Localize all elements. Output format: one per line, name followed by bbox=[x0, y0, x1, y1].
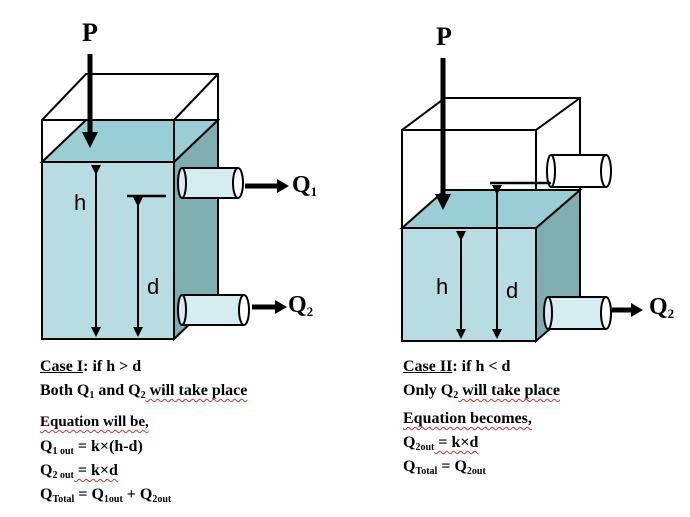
right-h-label: h bbox=[436, 274, 449, 299]
right-case-heading: Case II: if h < d bbox=[403, 358, 511, 375]
left-tank bbox=[39, 54, 289, 342]
right-tank bbox=[399, 58, 643, 344]
left-tank-back-edges bbox=[41, 73, 219, 162]
right-outlet-pipe-top bbox=[546, 154, 612, 188]
left-h-label: h bbox=[74, 190, 87, 215]
left-equation-2: Q2 out = k×d bbox=[40, 462, 118, 481]
right-case-description: Only Q2 will take place bbox=[403, 382, 560, 401]
right-equation-1: Q2out = k×d bbox=[403, 434, 479, 453]
right-d-label: d bbox=[506, 278, 519, 303]
left-d-label: d bbox=[147, 274, 160, 299]
left-case-heading: Case I: if h > d bbox=[40, 358, 142, 375]
left-outlet-pipe-bottom bbox=[177, 294, 250, 326]
left-equation-3: QTotal = Q1out + Q2out bbox=[40, 486, 172, 505]
right-outlet-pipe-bottom bbox=[543, 296, 612, 330]
left-force-label: P bbox=[82, 18, 98, 47]
left-q2-label: Q2 bbox=[288, 292, 314, 319]
left-water-front bbox=[41, 161, 175, 340]
right-water-front bbox=[401, 227, 537, 342]
left-equation-1: Q1 out = k×(h-d) bbox=[40, 438, 143, 457]
left-outlet-pipe-top bbox=[177, 167, 244, 199]
left-q1-label: Q1 bbox=[292, 172, 318, 199]
left-case-description: Both Q1 and Q2 will take place bbox=[40, 382, 248, 401]
right-q2-label: Q2 bbox=[649, 294, 675, 321]
right-equation-title: Equation becomes, bbox=[403, 410, 532, 427]
right-equation-2: QTotal = Q2out bbox=[403, 458, 486, 477]
right-force-label: P bbox=[436, 22, 452, 51]
left-equation-title: Equation will be, bbox=[40, 414, 149, 430]
